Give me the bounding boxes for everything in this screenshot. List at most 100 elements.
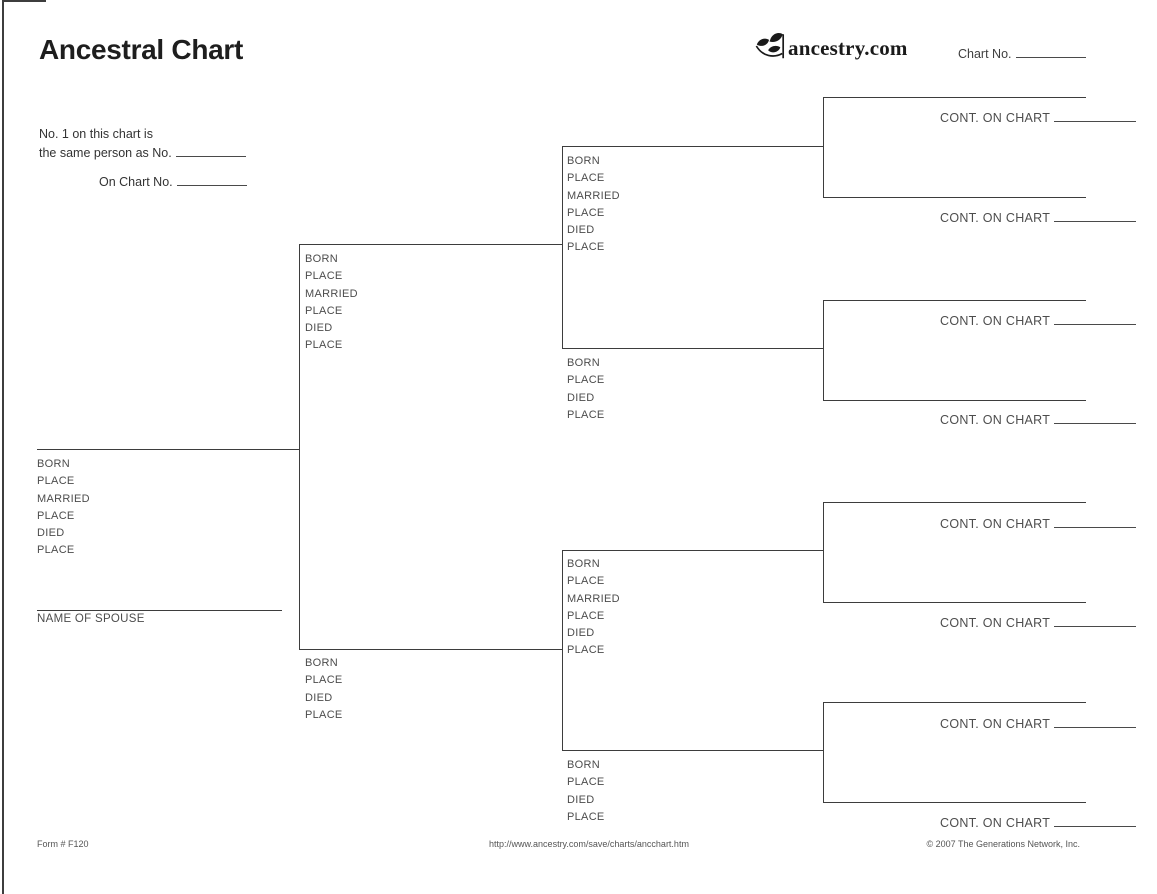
generation2-connector bbox=[299, 244, 301, 650]
ancestry-leaf-icon bbox=[754, 30, 786, 67]
cont-chart-blank bbox=[1054, 313, 1137, 325]
reference-note-line1: No. 1 on this chart is bbox=[39, 127, 153, 141]
field-label: MARRIED bbox=[37, 492, 90, 505]
chart-number-label: Chart No. bbox=[958, 47, 1012, 61]
field-label: BORN bbox=[305, 657, 338, 669]
field-label: PLACE bbox=[37, 544, 75, 557]
same-person-blank bbox=[175, 145, 246, 157]
field-label: PLACE bbox=[567, 241, 605, 254]
cont-on-chart-entry: CONT. ON CHART bbox=[940, 615, 1137, 630]
great-grandparent7-line bbox=[823, 702, 1086, 704]
field-label: BORN bbox=[37, 458, 70, 470]
field-label: DIED bbox=[567, 627, 595, 640]
field-label: BORN bbox=[567, 558, 600, 570]
field-label: PLACE bbox=[567, 172, 605, 185]
great-grandparent6-line bbox=[823, 602, 1086, 604]
chart-number-field: Chart No. bbox=[958, 46, 1086, 61]
field-label: PLACE bbox=[305, 708, 343, 721]
cont-on-chart-entry: CONT. ON CHART bbox=[940, 516, 1137, 531]
field-label: PLACE bbox=[567, 644, 605, 657]
field-label: PLACE bbox=[567, 609, 605, 622]
maternal-grandmother-fields: BORN PLACE DIED PLACE bbox=[567, 757, 605, 826]
great-grandparent3-line bbox=[823, 300, 1086, 302]
field-label: DIED bbox=[567, 793, 595, 806]
field-label: MARRIED bbox=[567, 189, 620, 202]
field-label: DIED bbox=[305, 322, 333, 335]
cont-chart-blank bbox=[1054, 412, 1137, 424]
great-grandparent8-line bbox=[823, 802, 1086, 804]
field-label: PLACE bbox=[37, 475, 75, 488]
chart-number-blank bbox=[1015, 46, 1086, 58]
cont-chart-blank bbox=[1054, 210, 1137, 222]
paternal-branch-connector bbox=[562, 146, 564, 349]
great-grandparent-pair2-connector bbox=[823, 300, 825, 401]
ancestry-logo: ancestry.com bbox=[754, 30, 908, 67]
field-label: BORN bbox=[567, 155, 600, 167]
mother-fields: BORN PLACE DIED PLACE bbox=[305, 655, 343, 724]
field-label: PLACE bbox=[567, 575, 605, 588]
ancestry-logo-text: ancestry.com bbox=[788, 36, 908, 60]
page-left-border bbox=[2, 0, 4, 894]
father-fields: BORN PLACE MARRIED PLACE DIED PLACE bbox=[305, 251, 358, 355]
page-title: Ancestral Chart bbox=[39, 34, 244, 65]
field-label: DIED bbox=[567, 224, 595, 237]
copyright: © 2007 The Generations Network, Inc. bbox=[926, 839, 1080, 849]
great-grandparent4-line bbox=[823, 400, 1086, 402]
great-grandparent-pair4-connector bbox=[823, 702, 825, 803]
person1-fields: BORN PLACE MARRIED PLACE DIED PLACE bbox=[37, 456, 90, 560]
maternal-grandfather-fields: BORN PLACE MARRIED PLACE DIED PLACE bbox=[567, 556, 620, 660]
paternal-grandfather-line bbox=[562, 146, 824, 148]
paternal-grandmother-fields: BORN PLACE DIED PLACE bbox=[567, 355, 605, 424]
page-top-border bbox=[2, 0, 46, 2]
mother-name-line bbox=[299, 649, 563, 651]
field-label: DIED bbox=[567, 391, 595, 404]
cont-on-chart-entry: CONT. ON CHART bbox=[940, 716, 1137, 731]
on-chart-number-field: On Chart No. bbox=[99, 174, 247, 189]
great-grandparent2-line bbox=[823, 197, 1086, 199]
field-label: PLACE bbox=[37, 509, 75, 522]
cont-chart-blank bbox=[1054, 516, 1137, 528]
great-grandparent5-line bbox=[823, 502, 1086, 504]
form-url: http://www.ancestry.com/save/charts/ancc… bbox=[489, 839, 689, 849]
field-label: MARRIED bbox=[305, 287, 358, 300]
on-chart-number-label: On Chart No. bbox=[99, 175, 173, 189]
field-label: PLACE bbox=[305, 304, 343, 317]
cont-on-chart-entry: CONT. ON CHART bbox=[940, 110, 1137, 125]
paternal-grandmother-line bbox=[562, 348, 824, 350]
great-grandparent-pair1-connector bbox=[823, 97, 825, 198]
field-label: DIED bbox=[305, 691, 333, 704]
field-label: PLACE bbox=[567, 408, 605, 421]
form-number: Form # F120 bbox=[37, 839, 89, 849]
field-label: PLACE bbox=[567, 776, 605, 789]
spouse-name-line bbox=[37, 610, 282, 612]
cont-on-chart-entry: CONT. ON CHART bbox=[940, 815, 1137, 830]
maternal-grandfather-line bbox=[562, 550, 824, 552]
maternal-branch-connector bbox=[562, 550, 564, 751]
paternal-grandfather-fields: BORN PLACE MARRIED PLACE DIED PLACE bbox=[567, 153, 620, 257]
cont-chart-blank bbox=[1054, 815, 1137, 827]
cont-chart-blank bbox=[1054, 716, 1137, 728]
great-grandparent-pair3-connector bbox=[823, 502, 825, 603]
field-label: DIED bbox=[37, 527, 65, 540]
cont-chart-blank bbox=[1054, 615, 1137, 627]
field-label: BORN bbox=[567, 357, 600, 369]
field-label: BORN bbox=[567, 759, 600, 771]
great-grandparent1-line bbox=[823, 97, 1086, 99]
field-label: PLACE bbox=[305, 674, 343, 687]
field-label: PLACE bbox=[567, 810, 605, 823]
field-label: MARRIED bbox=[567, 592, 620, 605]
cont-on-chart-entry: CONT. ON CHART bbox=[940, 210, 1137, 225]
cont-on-chart-entry: CONT. ON CHART bbox=[940, 412, 1137, 427]
spouse-label: NAME OF SPOUSE bbox=[37, 613, 145, 625]
person1-name-line bbox=[37, 449, 299, 451]
field-label: PLACE bbox=[305, 270, 343, 283]
field-label: BORN bbox=[305, 253, 338, 265]
reference-note-line2: the same person as No. bbox=[39, 144, 246, 163]
on-chart-number-blank bbox=[176, 174, 247, 186]
cont-chart-blank bbox=[1054, 110, 1137, 122]
field-label: PLACE bbox=[305, 339, 343, 352]
reference-note: No. 1 on this chart is the same person a… bbox=[39, 125, 246, 163]
field-label: PLACE bbox=[567, 374, 605, 387]
father-name-line bbox=[299, 244, 563, 246]
